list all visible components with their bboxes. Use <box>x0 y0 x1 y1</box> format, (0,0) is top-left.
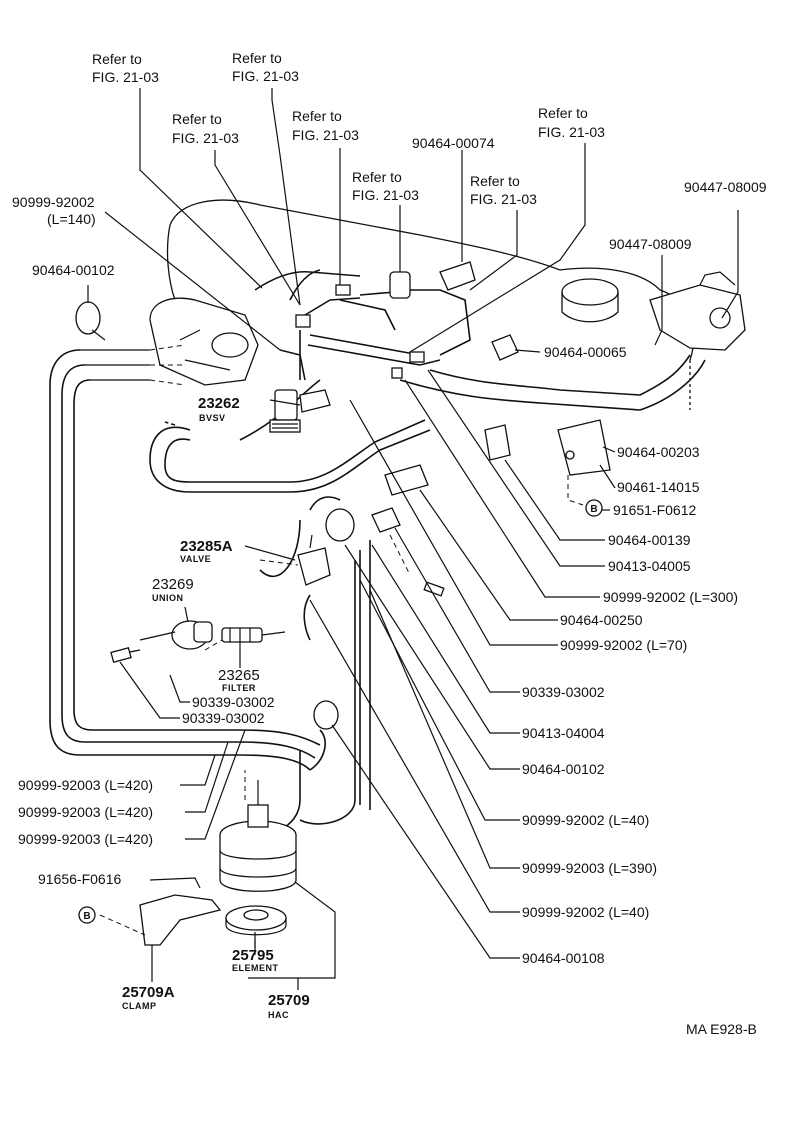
label-90999-92003-l420-a: 90999-92003 (L=420) <box>18 777 153 793</box>
refer-label-5: Refer to FIG. 21-03 <box>352 169 419 203</box>
label-clamp-name: CLAMP <box>122 1001 157 1011</box>
element-part <box>225 905 287 936</box>
svg-text:B: B <box>590 504 597 515</box>
svg-text:Refer to: Refer to <box>292 108 342 124</box>
valve-part <box>259 534 331 586</box>
label-union-number: 23269 <box>152 576 194 593</box>
svg-text:Refer to: Refer to <box>538 105 588 121</box>
svg-text:Refer to: Refer to <box>470 173 520 189</box>
hac-part <box>219 770 297 892</box>
label-element-name: ELEMENT <box>232 963 279 973</box>
label-90464-00102-right: 90464-00102 <box>522 761 605 777</box>
label-91656-f0616: 91656-F0616 <box>38 871 122 887</box>
label-bvsv-name: BVSV <box>199 413 226 423</box>
svg-text:Refer to: Refer to <box>232 50 282 66</box>
svg-text:Refer to: Refer to <box>92 51 142 67</box>
label-90464-00065: 90464-00065 <box>544 344 627 360</box>
label-90464-00250: 90464-00250 <box>560 612 643 628</box>
svg-text:FIG. 21-03: FIG. 21-03 <box>538 124 605 140</box>
label-90999-92003-l390: 90999-92003 (L=390) <box>522 860 657 876</box>
label-90999-92002-l40-b: 90999-92002 (L=40) <box>522 904 649 920</box>
label-bvsv-number: 23262 <box>198 395 240 412</box>
svg-text:B: B <box>83 911 90 922</box>
label-90464-00108: 90464-00108 <box>522 950 605 966</box>
label-hac-name: HAC <box>268 1010 289 1020</box>
leader-lines <box>87 88 739 990</box>
svg-text:FIG. 21-03: FIG. 21-03 <box>172 130 239 146</box>
label-90464-00139: 90464-00139 <box>608 532 691 548</box>
label-90464-00074: 90464-00074 <box>412 135 495 151</box>
refer-label-4: Refer to FIG. 21-03 <box>292 108 359 143</box>
label-90464-00203: 90464-00203 <box>617 444 700 460</box>
label-90999-92002-l300: 90999-92002 (L=300) <box>603 589 738 605</box>
label-90413-04005: 90413-04005 <box>608 558 691 574</box>
clamp-part <box>99 877 222 946</box>
label-90461-14015: 90461-14015 <box>617 479 700 495</box>
label-hac-number: 25709 <box>268 992 310 1009</box>
label-element-number: 25795 <box>232 947 274 964</box>
label-filter-number: 23265 <box>218 667 260 684</box>
label-90339-03002-a: 90339-03002 <box>192 694 275 710</box>
engine-outline <box>149 199 746 410</box>
bolt-symbol-b: B <box>78 906 96 924</box>
svg-text:FIG. 21-03: FIG. 21-03 <box>470 191 537 207</box>
filter-part <box>204 627 286 651</box>
svg-text:FIG. 21-03: FIG. 21-03 <box>232 68 299 84</box>
svg-text:Refer to: Refer to <box>172 111 222 127</box>
figure-code: MA E928-B <box>686 1021 757 1037</box>
label-clamp-number: 25709A <box>122 984 175 1001</box>
label-filter-name: FILTER <box>222 683 256 693</box>
label-90999-92002-l70: 90999-92002 (L=70) <box>560 637 687 653</box>
small-clips <box>75 261 611 730</box>
hoses <box>49 269 706 831</box>
refer-label-3: Refer to FIG. 21-03 <box>172 111 239 146</box>
svg-text:FIG. 21-03: FIG. 21-03 <box>352 187 419 203</box>
label-91651-f0612: 91651-F0612 <box>613 502 697 518</box>
label-90339-03002-right: 90339-03002 <box>522 684 605 700</box>
refer-label-7: Refer to FIG. 21-03 <box>538 105 605 140</box>
label-valve-number: 23285A <box>180 538 233 555</box>
label-90999-92002-l40-a: 90999-92002 (L=40) <box>522 812 649 828</box>
label-valve-name: VALVE <box>180 554 211 564</box>
union-part <box>110 620 213 663</box>
bvsv-part <box>269 389 331 433</box>
svg-text:Refer to: Refer to <box>352 169 402 185</box>
label-union-name: UNION <box>152 593 184 603</box>
label-90339-03002-b: 90339-03002 <box>182 710 265 726</box>
label-90999-92003-l420-b: 90999-92003 (L=420) <box>18 804 153 820</box>
bolt-symbol-a: B <box>585 499 603 517</box>
refer-label-2: Refer to FIG. 21-03 <box>232 50 299 84</box>
label-90464-00102-top: 90464-00102 <box>32 262 115 278</box>
label-90413-04004: 90413-04004 <box>522 725 605 741</box>
svg-text:FIG. 21-03: FIG. 21-03 <box>92 69 159 85</box>
label-90999-92003-l420-c: 90999-92003 (L=420) <box>18 831 153 847</box>
label-90447-08009-b: 90447-08009 <box>609 236 692 252</box>
refer-label-1: Refer to FIG. 21-03 <box>92 51 159 85</box>
label-90999-92002-l140: 90999-92002 <box>12 194 95 210</box>
label-90447-08009-a: 90447-08009 <box>684 179 767 195</box>
label-90999-92002-l140-len: (L=140) <box>47 211 96 227</box>
svg-text:FIG. 21-03: FIG. 21-03 <box>292 127 359 143</box>
refer-label-6: Refer to FIG. 21-03 <box>470 173 537 207</box>
